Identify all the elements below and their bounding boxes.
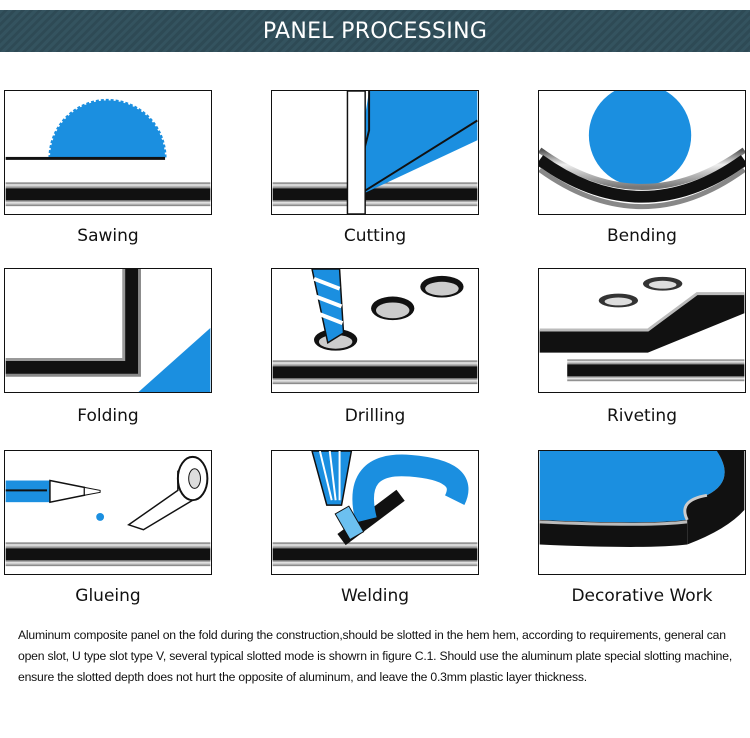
sawing-illustration [4, 90, 212, 215]
process-label-folding: Folding [77, 406, 139, 426]
description-text: Aluminum composite panel on the fold dur… [18, 628, 733, 684]
welding-illustration [271, 450, 479, 575]
process-label-cutting: Cutting [343, 226, 407, 246]
process-label-drilling: Drilling [344, 406, 406, 426]
process-label-decorative-work: Decorative Work [571, 586, 713, 606]
glueing-illustration [4, 450, 212, 575]
riveting-illustration [538, 268, 746, 393]
process-label-bending: Bending [607, 226, 677, 246]
header-banner: PANEL PROCESSING [0, 10, 750, 52]
page-title: PANEL PROCESSING [262, 18, 488, 44]
process-label-welding: Welding [340, 586, 410, 606]
process-label-glueing: Glueing [75, 586, 141, 606]
bending-illustration [538, 90, 746, 215]
drilling-illustration [271, 268, 479, 393]
decorative-work-illustration [538, 450, 746, 575]
process-label-sawing: Sawing [77, 226, 139, 246]
process-label-riveting: Riveting [606, 406, 677, 426]
cutting-illustration [271, 90, 479, 215]
folding-illustration [4, 268, 212, 393]
